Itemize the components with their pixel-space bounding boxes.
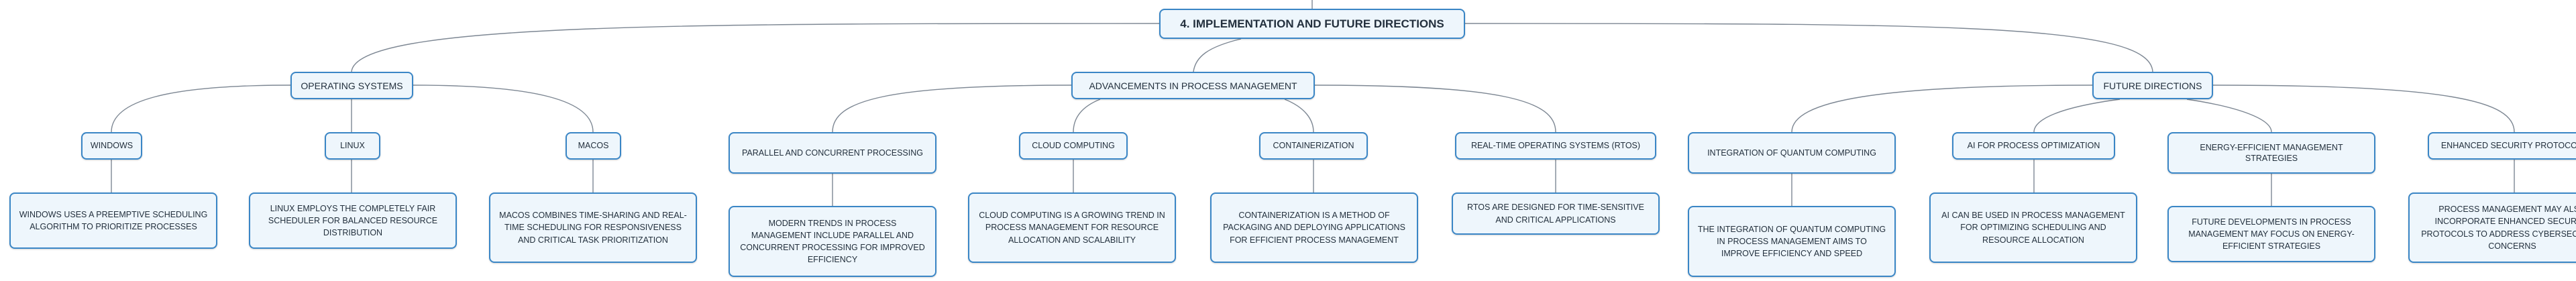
topic-linux[interactable]: LINUX <box>325 132 380 160</box>
description-windows: WINDOWS USES A PREEMPTIVE SCHEDULING ALG… <box>9 192 217 249</box>
topic-label: CLOUD COMPUTING <box>1032 141 1115 151</box>
description-text: MODERN TRENDS IN PROCESS MANAGEMENT INCL… <box>740 218 925 265</box>
description-text: THE INTEGRATION OF QUANTUM COMPUTING IN … <box>1697 224 1886 259</box>
topic-parallel-and-concurrent-processing[interactable]: PARALLEL AND CONCURRENT PROCESSING <box>729 132 936 174</box>
description-real-time-operating-systems: RTOS ARE DESIGNED FOR TIME-SENSITIVE AND… <box>1452 192 1660 235</box>
edge-apm-rtos <box>1314 85 1556 133</box>
root-node[interactable]: 4. IMPLEMENTATION AND FUTURE DIRECTIONS <box>1159 9 1465 39</box>
edge-fd-energy <box>2186 99 2272 133</box>
topic-integration-of-quantum-computing[interactable]: INTEGRATION OF QUANTUM COMPUTING <box>1688 132 1896 174</box>
topic-containerization[interactable]: CONTAINERIZATION <box>1259 132 1368 160</box>
edge-os-macos <box>413 85 594 133</box>
topic-label: ENERGY-EFFICIENT MANAGEMENT STRATEGIES <box>2200 142 2343 163</box>
description-macos: MACOS COMBINES TIME-SHARING AND REAL-TIM… <box>489 192 697 263</box>
branch-label: FUTURE DIRECTIONS <box>2103 80 2202 91</box>
topic-macos[interactable]: MACOS <box>566 132 621 160</box>
edge-root-advancements <box>1193 38 1242 72</box>
description-text: MACOS COMBINES TIME-SHARING AND REAL-TIM… <box>499 211 687 245</box>
topic-cloud-computing[interactable]: CLOUD COMPUTING <box>1019 132 1128 160</box>
topic-label: MACOS <box>578 141 609 151</box>
edge-root-operating-systems <box>351 23 1160 72</box>
branch-future-directions[interactable]: FUTURE DIRECTIONS <box>2092 72 2213 99</box>
edge-apm-parallel <box>832 85 1072 133</box>
topic-enhanced-security-protocols[interactable]: ENHANCED SECURITY PROTOCOLS <box>2428 132 2576 160</box>
branch-operating-systems[interactable]: OPERATING SYSTEMS <box>290 72 413 99</box>
topic-energy-efficient-management-strategies[interactable]: ENERGY-EFFICIENT MANAGEMENT STRATEGIES <box>2167 132 2375 174</box>
edge-apm-containerization <box>1284 99 1314 133</box>
description-parallel-and-concurrent-processing: MODERN TRENDS IN PROCESS MANAGEMENT INCL… <box>729 206 936 277</box>
edge-fd-ai <box>2033 99 2121 133</box>
edge-os-windows <box>111 85 291 133</box>
description-integration-of-quantum-computing: THE INTEGRATION OF QUANTUM COMPUTING IN … <box>1688 206 1896 277</box>
description-text: AI CAN BE USED IN PROCESS MANAGEMENT FOR… <box>1941 211 2125 245</box>
description-text: CLOUD COMPUTING IS A GROWING TREND IN PR… <box>979 211 1165 245</box>
description-enhanced-security-protocols: PROCESS MANAGEMENT MAY ALSO INCORPORATE … <box>2408 192 2576 263</box>
description-text: RTOS ARE DESIGNED FOR TIME-SENSITIVE AND… <box>1467 203 1644 225</box>
edge-fd-security <box>2212 85 2515 133</box>
edge-root-future-directions <box>1464 23 2153 72</box>
topic-label: PARALLEL AND CONCURRENT PROCESSING <box>742 148 923 158</box>
description-text: WINDOWS USES A PREEMPTIVE SCHEDULING ALG… <box>19 209 208 231</box>
description-text: PROCESS MANAGEMENT MAY ALSO INCORPORATE … <box>2421 205 2576 251</box>
description-linux: LINUX EMPLOYS THE COMPLETELY FAIR SCHEDU… <box>249 192 457 249</box>
description-ai-for-process-optimization: AI CAN BE USED IN PROCESS MANAGEMENT FOR… <box>1929 192 2137 263</box>
topic-label: LINUX <box>340 141 365 151</box>
topic-label: ENHANCED SECURITY PROTOCOLS <box>2440 141 2576 151</box>
topic-label: REAL-TIME OPERATING SYSTEMS (RTOS) <box>1470 141 1641 151</box>
description-text: LINUX EMPLOYS THE COMPLETELY FAIR SCHEDU… <box>268 203 438 238</box>
edge-apm-cloud <box>1073 99 1101 133</box>
topic-real-time-operating-systems[interactable]: REAL-TIME OPERATING SYSTEMS (RTOS) <box>1455 132 1656 160</box>
topic-label: CONTAINERIZATION <box>1273 141 1354 151</box>
description-text: CONTAINERIZATION IS A METHOD OF PACKAGIN… <box>1223 211 1405 245</box>
description-energy-efficient-management-strategies: FUTURE DEVELOPMENTS IN PROCESS MANAGEMEN… <box>2167 206 2375 262</box>
topic-windows[interactable]: WINDOWS <box>81 132 142 160</box>
topic-ai-for-process-optimization[interactable]: AI FOR PROCESS OPTIMIZATION <box>1952 132 2115 160</box>
branch-label: ADVANCEMENTS IN PROCESS MANAGEMENT <box>1089 80 1297 91</box>
topic-label: AI FOR PROCESS OPTIMIZATION <box>1967 141 2100 151</box>
branch-advancements-in-process-management[interactable]: ADVANCEMENTS IN PROCESS MANAGEMENT <box>1071 72 1315 99</box>
description-text: FUTURE DEVELOPMENTS IN PROCESS MANAGEMEN… <box>2188 217 2355 251</box>
description-cloud-computing: CLOUD COMPUTING IS A GROWING TREND IN PR… <box>968 192 1176 263</box>
topic-label: INTEGRATION OF QUANTUM COMPUTING <box>1707 148 1876 158</box>
edge-fd-quantum <box>1791 85 2093 133</box>
description-containerization: CONTAINERIZATION IS A METHOD OF PACKAGIN… <box>1210 192 1418 263</box>
topic-label: WINDOWS <box>90 141 133 151</box>
branch-label: OPERATING SYSTEMS <box>301 80 403 91</box>
root-label: 4. IMPLEMENTATION AND FUTURE DIRECTIONS <box>1180 17 1444 30</box>
